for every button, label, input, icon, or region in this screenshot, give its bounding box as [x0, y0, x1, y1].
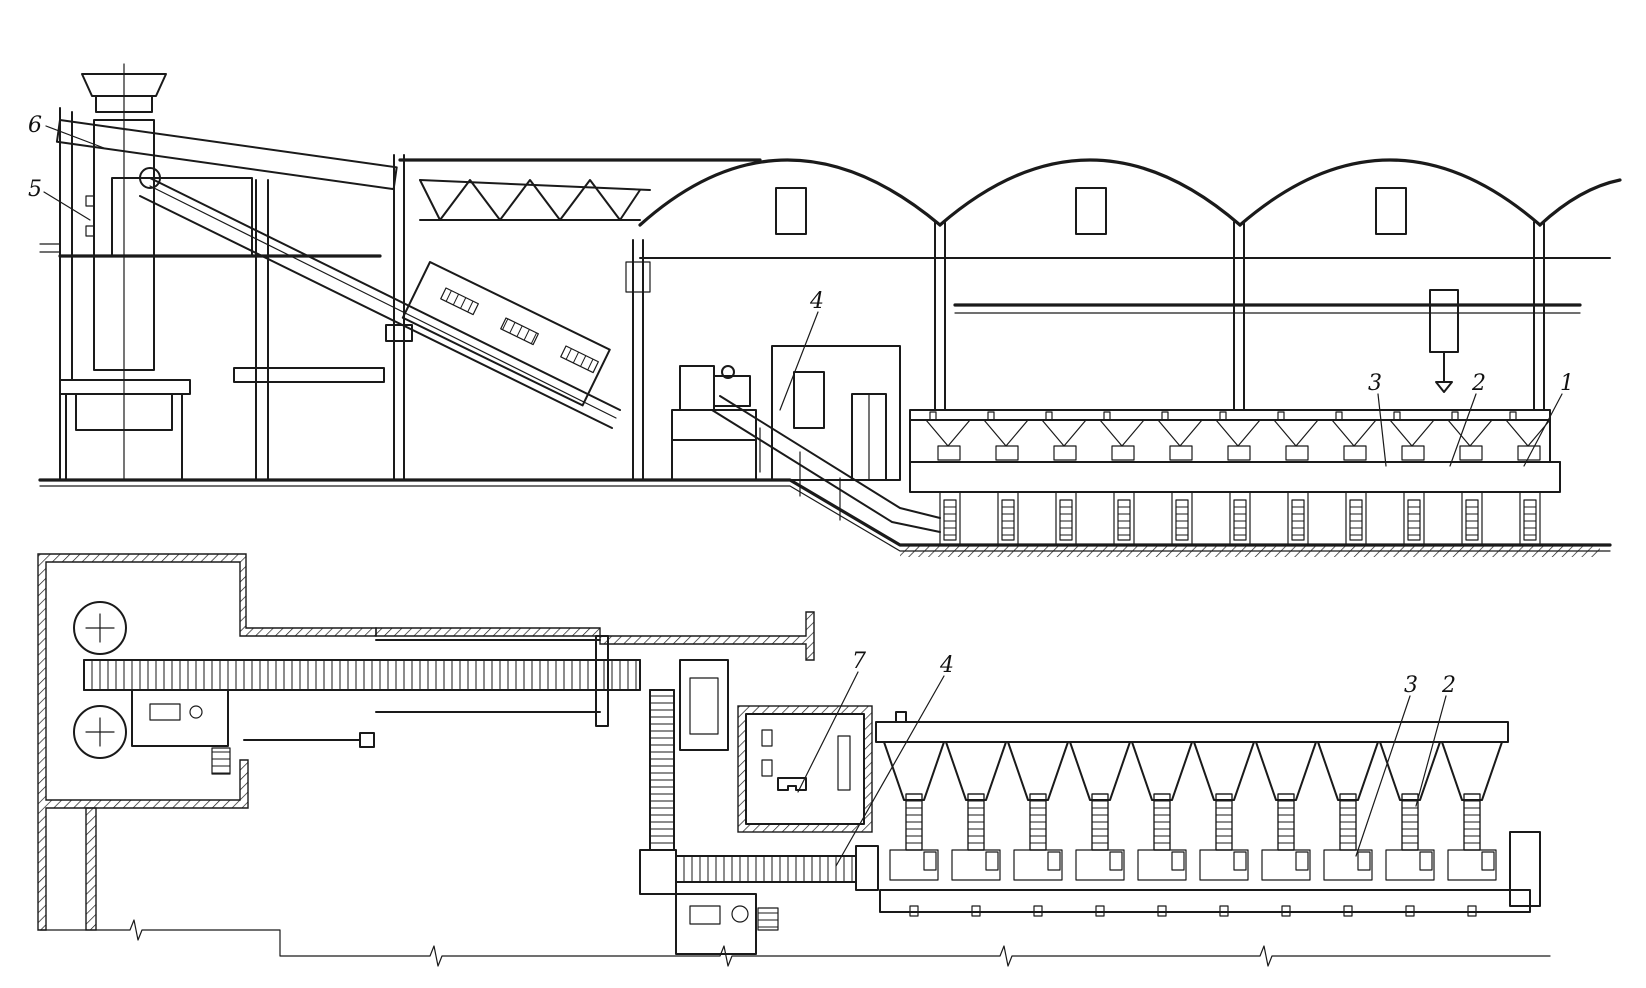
- plan-belt-conveyor: [83, 635, 641, 748]
- dosing-unit-elevation: [1099, 411, 1145, 546]
- dosing-unit-elevation: [1157, 411, 1203, 546]
- dosing-unit-elevation: [925, 411, 971, 546]
- dosing-unit-plan: [1069, 741, 1131, 917]
- dosing-unit-elevation: [983, 411, 1029, 546]
- feed-tower: [39, 63, 413, 481]
- mixer-unit: [671, 365, 757, 481]
- dimension-line: [39, 919, 1551, 967]
- plan-view: 7 4 3 2: [37, 553, 1551, 967]
- dosing-unit-elevation: [1273, 411, 1319, 546]
- storage-bins: [73, 601, 127, 759]
- vaulted-hall: [638, 158, 1622, 411]
- callout-7: 7: [852, 649, 866, 674]
- callout-4-elevation: 4: [809, 289, 824, 314]
- callout-3-plan: 3: [1404, 673, 1418, 698]
- dosing-unit-elevation: [1331, 411, 1377, 546]
- dosing-unit-plan: [945, 741, 1007, 917]
- inclined-conveyor-upper: [139, 167, 621, 429]
- plan-lower-conveyor: [675, 855, 857, 955]
- dosing-unit-elevation: [1447, 411, 1493, 546]
- dosing-unit-plan: [883, 741, 945, 917]
- dosing-unit-elevation: [1389, 411, 1435, 546]
- dosing-unit-elevation: [1215, 411, 1261, 546]
- plan-mixing-room: [737, 705, 873, 833]
- plan-vertical-conveyor: [639, 659, 729, 895]
- column-middle: [625, 239, 651, 481]
- elevation-callouts: 6 5 4 3 2 1: [28, 113, 1574, 467]
- plan-drive-box-left: [131, 689, 231, 775]
- callout-5: 5: [28, 177, 42, 202]
- callout-3-elevation: 3: [1368, 371, 1382, 396]
- dosing-unit-plan: [1193, 741, 1255, 917]
- callout-2-plan: 2: [1441, 673, 1456, 698]
- dosing-unit-plan: [1131, 741, 1193, 917]
- dosing-unit-plan: [1317, 741, 1379, 917]
- ground-line: [38, 478, 1612, 557]
- roof-truss: [398, 158, 762, 221]
- machine-row-elevation: [909, 409, 1561, 546]
- dosing-unit-plan: [1441, 741, 1503, 917]
- callout-4-plan: 4: [939, 653, 954, 678]
- dosing-unit-elevation: [1041, 411, 1087, 546]
- plan-walls-left: [37, 553, 815, 931]
- dosing-unit-plan: [1007, 741, 1069, 917]
- plan-callouts: 7 4 3 2: [797, 649, 1456, 867]
- callout-6: 6: [28, 113, 42, 138]
- service-room: [771, 345, 901, 481]
- callout-2-elevation: 2: [1471, 371, 1486, 396]
- machine-row-plan: [855, 711, 1541, 917]
- dosing-unit-plan: [1255, 741, 1317, 917]
- callout-1-elevation: 1: [1560, 371, 1574, 396]
- descending-conveyor: [711, 395, 941, 533]
- dosing-unit-elevation: [1505, 411, 1551, 546]
- elevation-view: 6 5 4 3 2 1: [28, 63, 1622, 557]
- dosing-unit-plan: [1379, 741, 1441, 917]
